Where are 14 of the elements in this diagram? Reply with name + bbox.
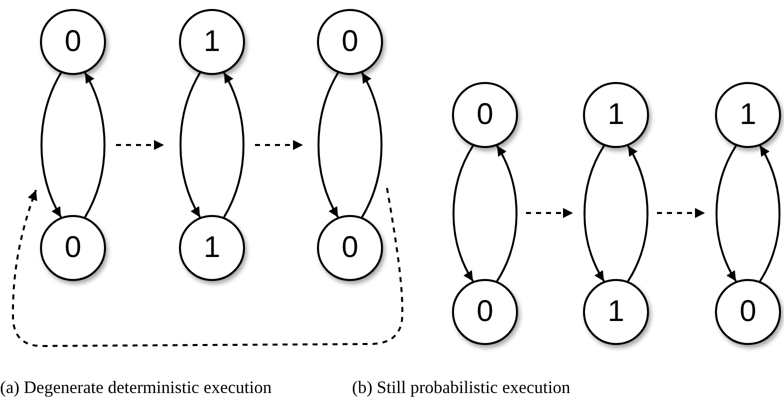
- state-value: 0: [64, 27, 82, 57]
- state-value: 0: [342, 27, 358, 57]
- state-value: 0: [476, 297, 494, 327]
- state-value: 0: [476, 100, 494, 130]
- state-value: 1: [204, 233, 220, 263]
- state-value: 0: [64, 233, 82, 263]
- subfigure-caption: (b) Still probabilistic execution: [352, 376, 570, 399]
- subfigure-caption: (a) Degenerate deterministic execution: [0, 376, 272, 399]
- state-value: 1: [608, 100, 624, 130]
- state-value: 0: [740, 297, 756, 327]
- state-value: 1: [204, 27, 220, 57]
- state-value: 1: [740, 100, 756, 130]
- state-value: 0: [342, 233, 358, 263]
- state-value: 1: [608, 297, 624, 327]
